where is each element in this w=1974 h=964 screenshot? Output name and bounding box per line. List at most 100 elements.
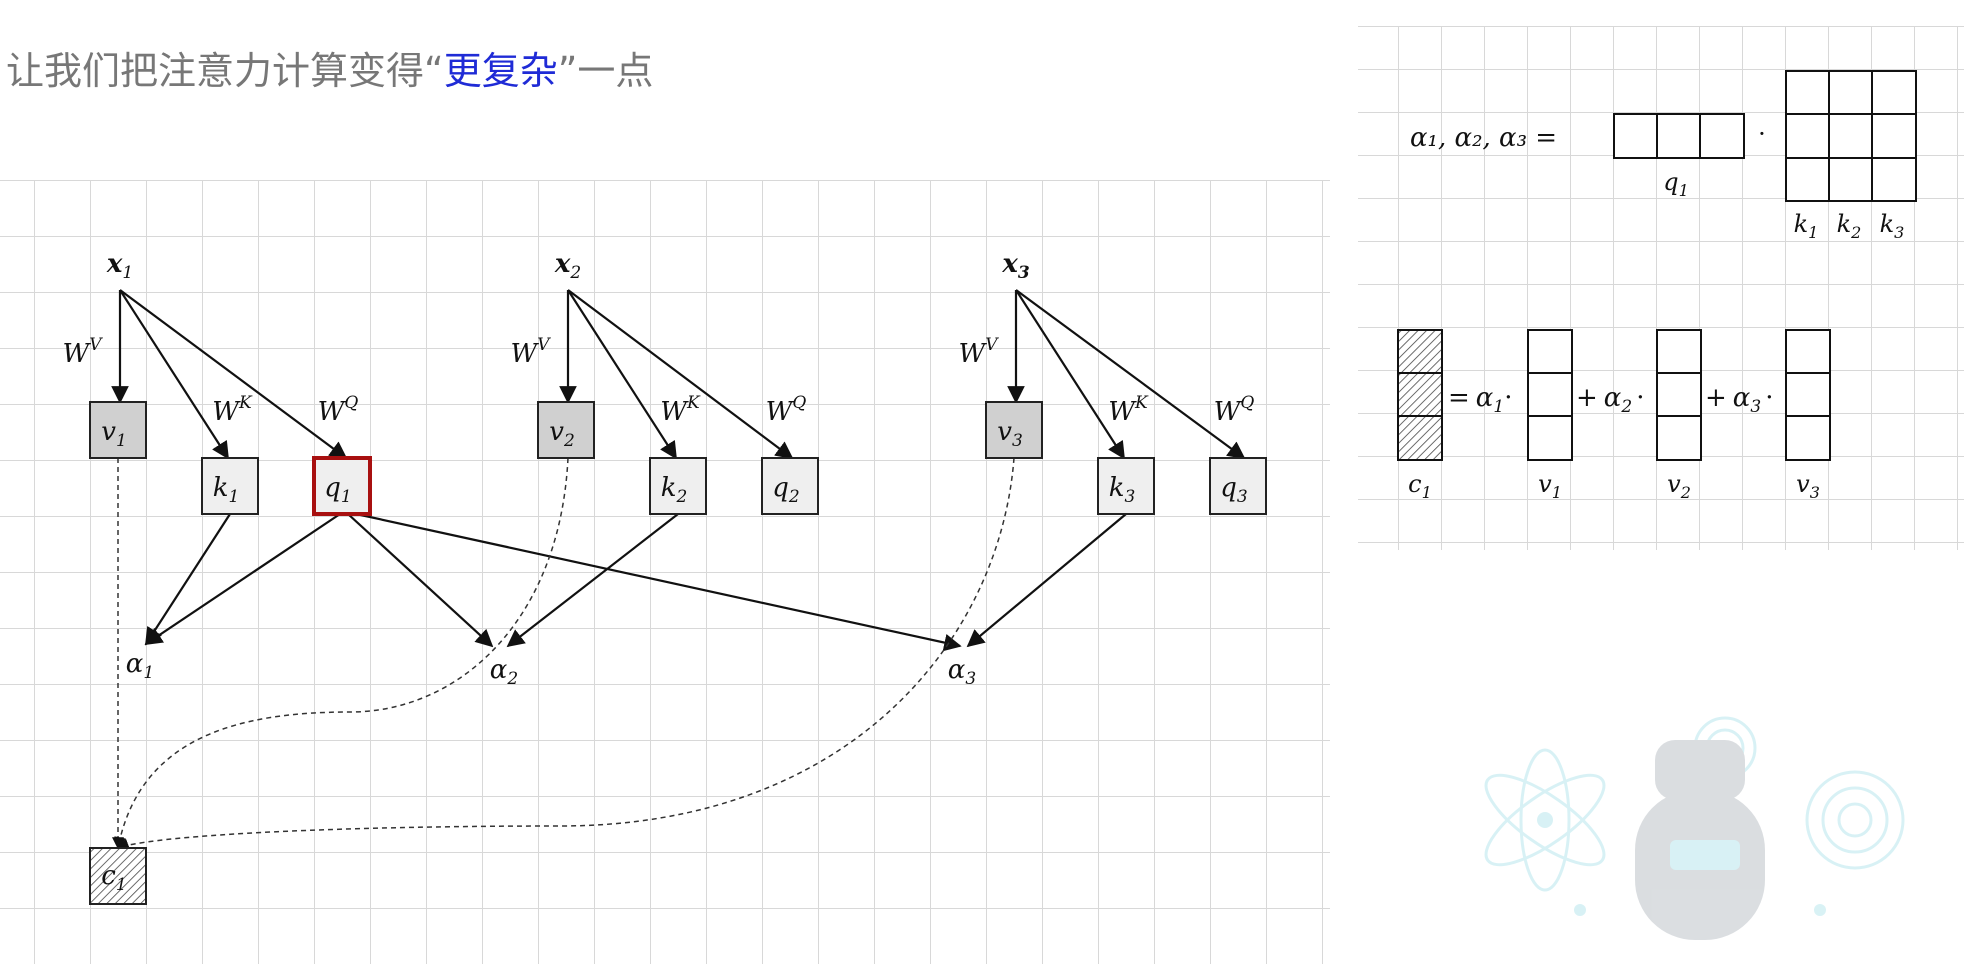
context-formula: =α1· +α2· +α3· c1 v1 v2 v3	[1397, 329, 1831, 502]
v1-vector-box	[1527, 329, 1573, 461]
a3-sub: 3	[965, 669, 976, 689]
wv1-sup: V	[89, 335, 103, 355]
title-suffix: ”一点	[557, 49, 654, 93]
cv1-sub: 1	[1552, 483, 1562, 502]
title-highlight: 更复杂	[443, 49, 558, 93]
v1-base: v	[101, 417, 116, 447]
k3-sub: 3	[1124, 487, 1135, 507]
ctx-a1-base: α	[1476, 383, 1494, 413]
wv-label-1: WV	[62, 335, 103, 369]
input-2-sub: 2	[569, 263, 581, 283]
wk1-sup: K	[238, 393, 253, 413]
alpha-label-3: α3	[948, 655, 976, 689]
sq-sub: 1	[1679, 181, 1689, 200]
score-q-label: q1	[1663, 168, 1689, 200]
sk1-sub: 1	[1808, 223, 1818, 242]
alpha-label-2: α2	[490, 655, 518, 689]
ctx-a1-sub: 1	[1493, 397, 1504, 417]
cv3-base: v	[1796, 470, 1810, 498]
query-box-2	[761, 457, 819, 515]
key-box-1	[201, 457, 259, 515]
arrow-k3-alpha3	[966, 513, 1127, 648]
sk1-base: k	[1794, 210, 1809, 238]
wq2-sup: Q	[792, 393, 806, 413]
value-box-1	[89, 401, 147, 459]
query-box-1	[312, 456, 372, 516]
v3-vector-box	[1785, 329, 1831, 461]
cc-sub: 1	[1422, 483, 1432, 502]
arrow-k2-alpha2	[506, 513, 679, 648]
ctx-a2-sub: 2	[1620, 397, 1632, 417]
wv1-base: W	[62, 339, 91, 369]
ctx-dot-3: ·	[1765, 383, 1773, 413]
value-box-2	[537, 401, 595, 459]
input-label-3: x3	[1001, 249, 1030, 283]
value-box-3	[985, 401, 1043, 459]
wq1-sup: Q	[344, 393, 358, 413]
key-label-2: k2	[661, 473, 688, 507]
main-diagram-grid	[0, 180, 1330, 964]
score-formula: α₁, α₂, α₃ = · q1 k1 k2 k3	[1410, 70, 1917, 242]
ctx-dot-1: ·	[1504, 383, 1512, 413]
query-label-2: q2	[772, 473, 799, 507]
c1-base: c	[101, 861, 116, 891]
input-3-base: x	[1001, 249, 1018, 279]
k1-sub: 1	[228, 487, 239, 507]
arrow-x3-q3	[1015, 289, 1246, 460]
value-label-1: v1	[101, 417, 127, 451]
wk2-sup: K	[686, 393, 701, 413]
input-2-base: x	[554, 249, 571, 279]
wk-label-3: WK	[1108, 393, 1149, 427]
sq-base: q	[1663, 168, 1678, 196]
wk3-sup: K	[1134, 393, 1149, 413]
wk-label-1: WK	[212, 393, 253, 427]
context-plus-term-3: +α3·	[1705, 383, 1773, 417]
input-3-sub: 3	[1018, 263, 1030, 283]
cv3-sub: 3	[1810, 483, 1820, 502]
input-label-1: x1	[106, 249, 133, 283]
ctx-eq: =	[1448, 383, 1470, 413]
q2-base: q	[772, 473, 789, 503]
ctx-c-label: c1	[1408, 470, 1432, 502]
wk3-base: W	[1108, 397, 1137, 427]
ctx-dot-2: ·	[1636, 383, 1644, 413]
wq2-base: W	[766, 397, 795, 427]
cv1-base: v	[1538, 470, 1552, 498]
v2-sub: 2	[563, 431, 575, 451]
a1-base: α	[126, 649, 144, 679]
value-label-2: v2	[549, 417, 575, 451]
v2-base: v	[549, 417, 564, 447]
query-label-3: q3	[1220, 473, 1247, 507]
ctx-a2-base: α	[1604, 383, 1622, 413]
wv3-base: W	[958, 339, 987, 369]
c-vector-box	[1397, 329, 1443, 461]
input-1-base: x	[106, 249, 123, 279]
q-vector-box	[1613, 113, 1745, 159]
key-label-1: k1	[213, 473, 240, 507]
ctx-plus-2: +	[1705, 383, 1727, 413]
context-eq-term: =α1·	[1448, 383, 1512, 417]
a2-base: α	[490, 655, 508, 685]
page-title: 让我们把注意力计算变得“更复杂”一点	[6, 40, 653, 95]
title-prefix: 让我们把注意力计算变得“	[6, 49, 444, 93]
sk3-sub: 3	[1894, 223, 1904, 242]
dashed-v3-c1	[116, 457, 1015, 850]
wk2-base: W	[660, 397, 689, 427]
ctx-plus-1: +	[1576, 383, 1598, 413]
wv-label-3: WV	[958, 335, 999, 369]
ctx-v-label-2: v2	[1667, 470, 1691, 502]
arrow-x1-q1	[119, 289, 348, 460]
score-k-label-1: k1	[1794, 210, 1819, 242]
key-label-3: k3	[1109, 473, 1136, 507]
cv2-base: v	[1667, 470, 1681, 498]
wq3-base: W	[1214, 397, 1243, 427]
key-box-2	[649, 457, 707, 515]
arrow-x1-k1	[119, 289, 229, 460]
ctx-a3-base: α	[1733, 383, 1751, 413]
ctx-v-label-1: v1	[1538, 470, 1562, 502]
wv-label-2: WV	[510, 335, 551, 369]
robot-illustration	[1484, 716, 1905, 940]
a1-sub: 1	[143, 663, 154, 683]
k2-base: k	[661, 473, 677, 503]
